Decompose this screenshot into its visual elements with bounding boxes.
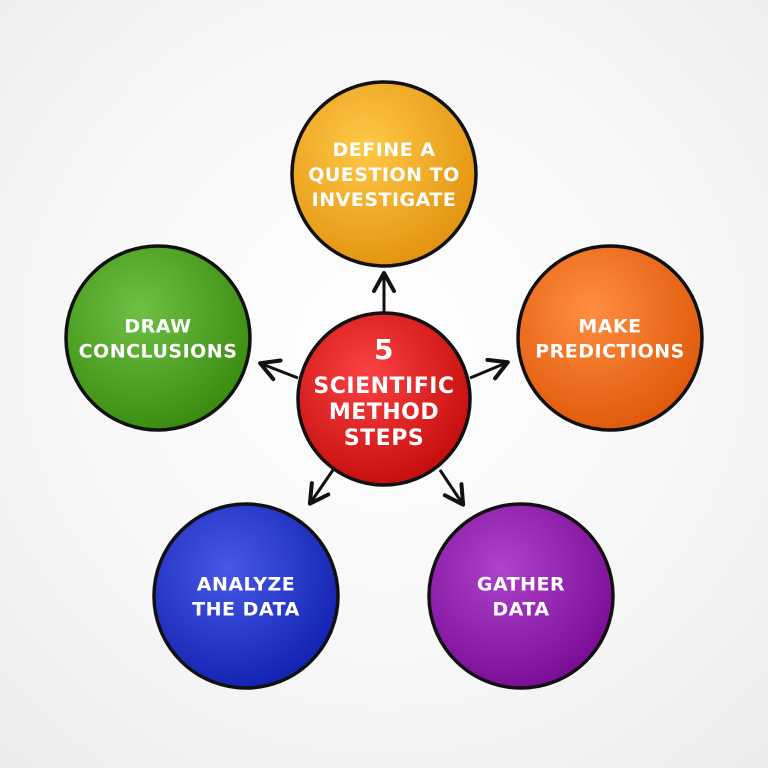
- step-circles: DEFINE A QUESTION TO INVESTIGATE MAKE PREDIC…: [64, 80, 704, 690]
- arrow-to-make-predictions: [469, 357, 510, 381]
- step-circle-analyze-data: ANALYZE THE DATA: [152, 502, 340, 690]
- step-circle-make-predictions-shape: [516, 244, 704, 432]
- step-circle-make-predictions-label-line: PREDICTIONS: [535, 340, 685, 362]
- step-circle-analyze-data-label-line: ANALYZE: [197, 573, 295, 595]
- step-circle-gather-data-label-line: DATA: [492, 598, 549, 620]
- step-circle-make-predictions: MAKE PREDICTIONS: [516, 244, 704, 432]
- step-circle-gather-data: GATHER DATA: [427, 502, 615, 690]
- step-circle-define-question-shape: [290, 80, 478, 268]
- center-circle-shape: [296, 311, 472, 487]
- step-circle-analyze-data-label-line: THE DATA: [192, 598, 300, 620]
- step-circle-draw-conclusions-label-line: DRAW: [124, 315, 191, 337]
- center-title-line: METHOD: [329, 400, 439, 425]
- step-circle-draw-conclusions: DRAW CONCLUSIONS: [64, 244, 252, 432]
- step-circle-draw-conclusions-shape: [64, 244, 252, 432]
- step-circle-draw-conclusions-label-line: CONCLUSIONS: [79, 340, 238, 362]
- arrow-to-analyze-data: [307, 469, 335, 506]
- step-circle-make-predictions-label-line: MAKE: [578, 315, 641, 337]
- step-circle-analyze-data-shape: [152, 502, 340, 690]
- arrow-to-draw-conclusions: [258, 358, 299, 382]
- center-title-line: SCIENTIFIC: [313, 374, 454, 399]
- step-circle-define-question-label-line: QUESTION TO: [308, 164, 460, 186]
- step-circle-define-question: DEFINE A QUESTION TO INVESTIGATE: [290, 80, 478, 268]
- step-circle-define-question-label-line: INVESTIGATE: [312, 189, 457, 211]
- center-title-line: STEPS: [344, 426, 424, 451]
- arrow-to-gather-data: [438, 469, 466, 507]
- step-circle-gather-data-shape: [427, 502, 615, 690]
- connector-arrows: [258, 271, 510, 507]
- step-circle-define-question-label-line: DEFINE A: [333, 139, 436, 161]
- center-number: 5: [374, 333, 394, 366]
- step-circle-gather-data-label-line: GATHER: [477, 573, 565, 595]
